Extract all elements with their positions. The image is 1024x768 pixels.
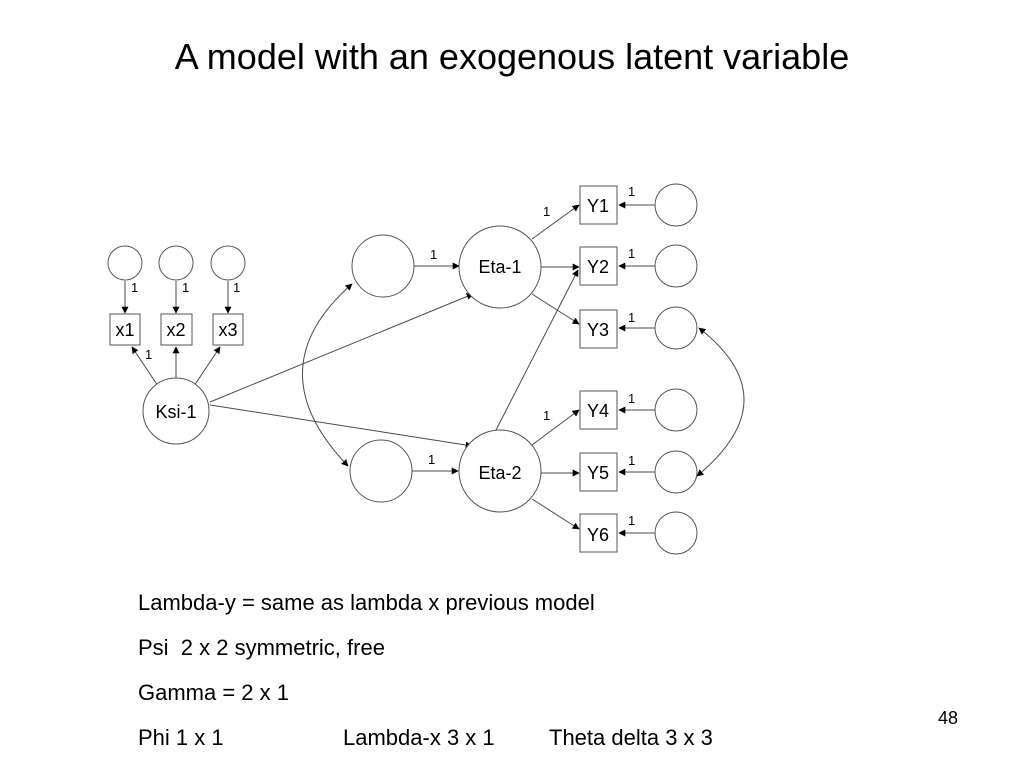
arrow-eta2-y2 [495,269,579,431]
indicator-box-x3 [212,313,244,346]
label-y6: Y6 [587,525,609,545]
arrow-eta1-y3 [531,293,580,325]
error-circle-y1 [654,183,698,227]
indicator-box-y3 [579,309,618,349]
indicator-box-y1 [579,185,618,225]
label-ksi1: Ksi-1 [155,402,196,422]
arrow-eta2-y6 [531,498,580,530]
error-circle-x1 [107,245,143,281]
coef-eta1-y1: 1 [543,204,550,219]
note-matrix-sizes: Phi 1 x 1 Lambda-x 3 x 1 Theta delta 3 x 3 [138,723,713,768]
latent-circle-eta2 [458,429,542,513]
note-theta-delta: Theta delta 3 x 3 [549,725,713,750]
indicator-box-x1 [109,313,141,346]
model-notes: Lambda-y = same as lambda x previous mod… [138,588,713,768]
disturbance-circle-eta2 [349,439,413,503]
error-circle-x3 [210,245,246,281]
arrow-ksi-x1 [131,346,159,387]
error-circle-y6 [654,511,698,555]
coef-e1-x1: 1 [131,280,138,295]
coef-ksi-x1: 1 [145,347,152,362]
latent-circle-ksi1 [142,377,210,445]
note-lambda-x: Lambda-x 3 x 1 [343,725,495,750]
latent-circle-eta1 [458,225,542,309]
label-y1: Y1 [587,196,609,216]
label-y2: Y2 [587,257,609,277]
error-circle-y4 [654,388,698,432]
arrow-ksi-eta2 [209,404,473,449]
coef-e-y6: 1 [628,513,635,528]
indicator-box-y2 [579,246,618,286]
slide-title: A model with an exogenous latent variabl… [174,36,850,77]
arrow-ksi-eta1 [209,293,474,403]
indicator-box-y5 [579,452,618,492]
note-lambda-y: Lambda-y = same as lambda x previous mod… [138,590,595,615]
arrow-eta2-y4 [531,409,580,446]
error-circle-y5 [654,450,698,494]
indicator-box-y4 [579,390,618,430]
coef-eta2-y4: 1 [543,408,550,423]
error-circle-y2 [654,244,698,288]
note-gamma: Gamma = 2 x 1 [138,680,290,705]
label-x3: x3 [218,320,237,340]
disturbance-circle-eta1 [351,234,415,298]
arrow-ksi-x3 [193,346,221,387]
label-x2: x2 [166,320,185,340]
label-y5: Y5 [587,463,609,483]
label-x1: x1 [115,320,134,340]
note-psi: Psi 2 x 2 symmetric, free [138,635,385,660]
covariance-e3-e5 [696,327,745,477]
label-y4: Y4 [587,401,609,421]
covariance-zeta1-zeta2 [302,283,353,467]
error-circle-x2 [158,245,194,281]
coef-e-y4: 1 [628,391,635,406]
error-circle-y3 [654,306,698,350]
page-number: 48 [938,708,959,728]
label-eta2: Eta-2 [478,463,521,483]
coef-e-y1: 1 [628,184,635,199]
path-diagram: x1 x2 x3 Ksi-1 Eta-1 Eta-2 Y1 Y2 Y3 Y4 Y… [107,183,745,555]
coef-e-y5: 1 [628,453,635,468]
coef-zeta1-eta1: 1 [430,247,437,262]
arrow-eta1-y1 [531,204,580,240]
label-y3: Y3 [587,320,609,340]
coef-e-y2: 1 [628,246,635,261]
coef-e3-x3: 1 [233,280,240,295]
indicator-box-x2 [160,313,193,346]
coef-e2-x2: 1 [182,280,189,295]
label-eta1: Eta-1 [478,257,521,277]
note-phi: Phi 1 x 1 [138,725,224,750]
coef-e-y3: 1 [628,310,635,325]
coef-zeta2-eta2: 1 [428,452,435,467]
indicator-box-y6 [579,513,618,553]
